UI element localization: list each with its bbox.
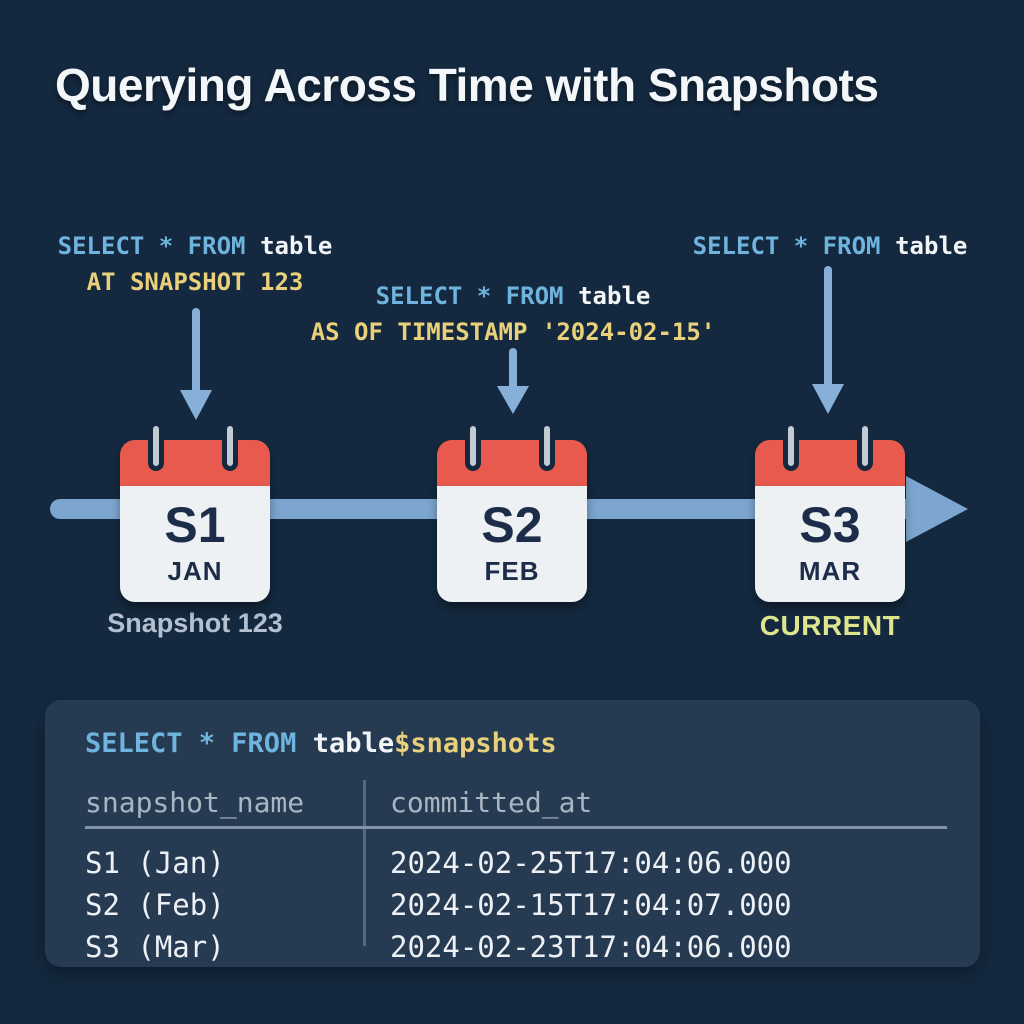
down-arrow-icon (812, 266, 844, 414)
calendar-icon-s2: S2 FEB (437, 421, 587, 602)
snapshots-table-panel: SELECT * FROM table$snapshots snapshot_na… (45, 700, 980, 967)
timeline-arrowhead-icon (906, 476, 968, 542)
query-line-1: SELECT * FROM table (660, 228, 1000, 264)
sql-object: table (895, 232, 968, 260)
snapshot-month: JAN (167, 556, 223, 586)
query-annotation-current: SELECT * FROM table (660, 228, 1000, 264)
snapshot-id: S2 (481, 497, 543, 553)
table-header-row: snapshot_name committed_at (85, 786, 945, 819)
calendar-ring (539, 421, 555, 471)
sql-object: table (578, 282, 651, 310)
sql-keyword: SELECT * FROM (375, 282, 564, 310)
current-badge: CURRENT (759, 610, 901, 641)
snapshot-id: S3 (799, 497, 861, 553)
sql-keyword: SELECT * FROM (85, 728, 297, 759)
calendar-header (120, 440, 270, 486)
query-annotation-timestamp: SELECT * FROM table AS OF TIMESTAMP '2024… (298, 278, 728, 350)
page-title: Querying Across Time with Snapshots (55, 59, 879, 111)
cell-snapshot-name: S2 (Feb) (85, 888, 225, 922)
query-annotation-snapshot-id: SELECT * FROM table AT SNAPSHOT 123 (18, 228, 372, 300)
query-line-1: SELECT * FROM table (18, 228, 372, 264)
down-arrow-icon (180, 308, 212, 420)
query-line-2: AT SNAPSHOT 123 (86, 268, 304, 296)
query-line-2: AS OF TIMESTAMP '2024-02-15' (310, 318, 716, 346)
table-row: S2 (Feb) 2024-02-15T17:04:07.000 (85, 884, 945, 926)
calendar-ring (465, 421, 481, 471)
sql-keyword: SELECT * FROM (57, 232, 246, 260)
header-divider (85, 826, 947, 829)
cell-snapshot-name: S1 (Jan) (85, 846, 225, 880)
calendar-body: S2 FEB (437, 486, 587, 602)
cell-committed-at: 2024-02-23T17:04:06.000 (390, 930, 792, 964)
calendar-ring (783, 421, 799, 471)
calendar-header (755, 440, 905, 486)
calendar-ring (148, 421, 164, 471)
sql-object: table (312, 728, 395, 759)
down-arrow-icon (497, 348, 529, 414)
cell-committed-at: 2024-02-15T17:04:07.000 (390, 888, 792, 922)
column-divider (363, 780, 366, 946)
column-header-snapshot-name: snapshot_name (85, 786, 305, 819)
calendar-icon-s3: S3 MAR (755, 421, 905, 602)
column-header-committed-at: committed_at (390, 786, 593, 819)
snapshot-month: MAR (798, 556, 862, 586)
cell-snapshot-name: S3 (Mar) (85, 930, 225, 964)
snapshot-month: FEB (484, 556, 540, 586)
sql-object: table (260, 232, 333, 260)
query-line-1: SELECT * FROM table (298, 278, 728, 314)
calendar-body: S3 MAR (755, 486, 905, 602)
calendar-body: S1 JAN (120, 486, 270, 602)
sql-keyword: SELECT * FROM (692, 232, 881, 260)
table-row: S1 (Jan) 2024-02-25T17:04:06.000 (85, 842, 945, 884)
calendar-ring (857, 421, 873, 471)
table-row: S3 (Mar) 2024-02-23T17:04:06.000 (85, 926, 945, 968)
sql-suffix: $snapshots (394, 728, 557, 759)
snapshot-id: S1 (164, 497, 226, 553)
snapshot-caption: Snapshot 123 (107, 608, 283, 638)
snapshots-query: SELECT * FROM table$snapshots (85, 728, 557, 759)
calendar-icon-s1: S1 JAN (120, 421, 270, 602)
table-body: S1 (Jan) 2024-02-25T17:04:06.000 S2 (Feb… (85, 842, 945, 968)
cell-committed-at: 2024-02-25T17:04:06.000 (390, 846, 792, 880)
calendar-ring (222, 421, 238, 471)
calendar-header (437, 440, 587, 486)
